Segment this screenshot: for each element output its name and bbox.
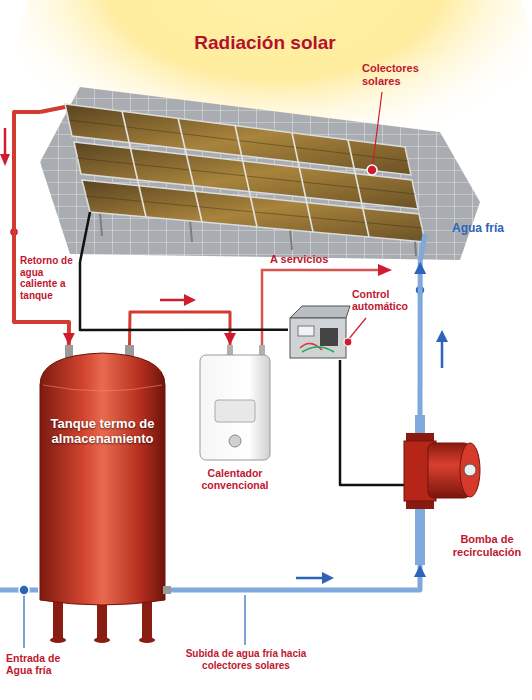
tank-legs — [139, 637, 155, 643]
collector-node: Colectores solares — [40, 62, 480, 262]
heater-panel — [215, 400, 255, 422]
control-parts — [302, 347, 334, 352]
pipe-label: Retorno de agua caliente a tanque — [20, 255, 82, 301]
pipe-stub — [163, 586, 171, 594]
heater-case — [200, 355, 270, 460]
tank-node: Tanque termo de almacenamiento — [35, 345, 170, 645]
tank-legs — [50, 637, 66, 643]
panel-dividers — [178, 118, 202, 222]
panel-dividers — [292, 133, 313, 232]
hot-pipe-stub — [40, 107, 65, 112]
component-label: Control automático — [352, 288, 418, 312]
heater-node: Calentador convencional — [190, 345, 280, 505]
callout-dots — [244, 595, 245, 645]
panel-dividers — [122, 111, 146, 217]
solar-panels — [65, 104, 425, 242]
flow-label: Entrada de Agua fría — [6, 652, 78, 676]
component-label: Calentador convencional — [190, 467, 280, 491]
flow-arrows — [441, 340, 444, 368]
panel-supports — [190, 220, 192, 242]
roof-tiles — [40, 87, 480, 260]
panel-supports — [290, 229, 292, 250]
leader-line — [348, 318, 366, 340]
pump-dial — [464, 464, 476, 476]
cold-pipe-stub — [420, 234, 425, 262]
tank-seam — [43, 385, 162, 391]
cold-water-pipe — [418, 262, 423, 415]
pipe-label: Agua fría — [452, 222, 512, 236]
panel-dividers — [122, 111, 369, 237]
hot-water-pipe — [130, 312, 231, 345]
callout-dots — [415, 285, 425, 295]
control-parts — [298, 326, 338, 352]
panel-dividers — [235, 125, 257, 227]
collector-array — [40, 62, 480, 262]
callout-dots — [10, 228, 426, 646]
control-case — [290, 318, 346, 358]
pump-node: Bomba de recirculación — [368, 415, 528, 565]
tank-label: Tanque termo de almacenamiento — [45, 417, 160, 447]
callout-dot — [367, 165, 377, 175]
leader-line — [372, 92, 382, 170]
control-parts — [320, 328, 338, 346]
panel-supports — [100, 213, 102, 236]
flow-arrows — [184, 294, 196, 306]
control-parts — [298, 326, 314, 336]
pump-pipe — [415, 507, 425, 565]
service-pipe — [378, 264, 392, 276]
panel-dividers — [348, 140, 369, 237]
cold-water-pipe — [170, 565, 420, 590]
pump-face — [460, 443, 480, 497]
panel-tubes — [69, 120, 422, 228]
control-lid — [290, 306, 350, 318]
storage-tank — [35, 345, 170, 645]
tank-legs — [97, 601, 107, 640]
inlet-pipe — [23, 595, 24, 648]
pump-flange — [406, 433, 434, 441]
heater-knob — [229, 435, 241, 447]
flow-arrows — [0, 154, 10, 166]
pump-flange — [406, 501, 434, 509]
component-label: Colectores solares — [362, 62, 454, 87]
control-wire — [340, 360, 368, 485]
flow-label: A servicios — [270, 253, 370, 266]
inlet-pipe — [0, 585, 38, 648]
diagram-title: Radiación solar — [140, 32, 390, 54]
tank-body — [40, 353, 165, 605]
component-label: Bomba de recirculación — [448, 533, 526, 558]
sensor-wire — [80, 212, 90, 262]
sensor-wire — [80, 262, 288, 330]
callout-dots — [10, 228, 19, 237]
flow-arrows — [160, 299, 186, 302]
flow-arrows — [322, 572, 334, 584]
callout-dot — [344, 338, 352, 346]
pipe-label: Subida de agua fría hacia colectores sol… — [176, 648, 316, 671]
panel-supports — [415, 241, 416, 256]
flow-arrows — [436, 330, 448, 342]
flow-arrows — [4, 128, 7, 156]
control-node: Control automático — [288, 288, 418, 360]
inlet-pipe — [19, 585, 29, 595]
tank-legs — [94, 637, 110, 643]
flow-arrows — [296, 577, 324, 580]
